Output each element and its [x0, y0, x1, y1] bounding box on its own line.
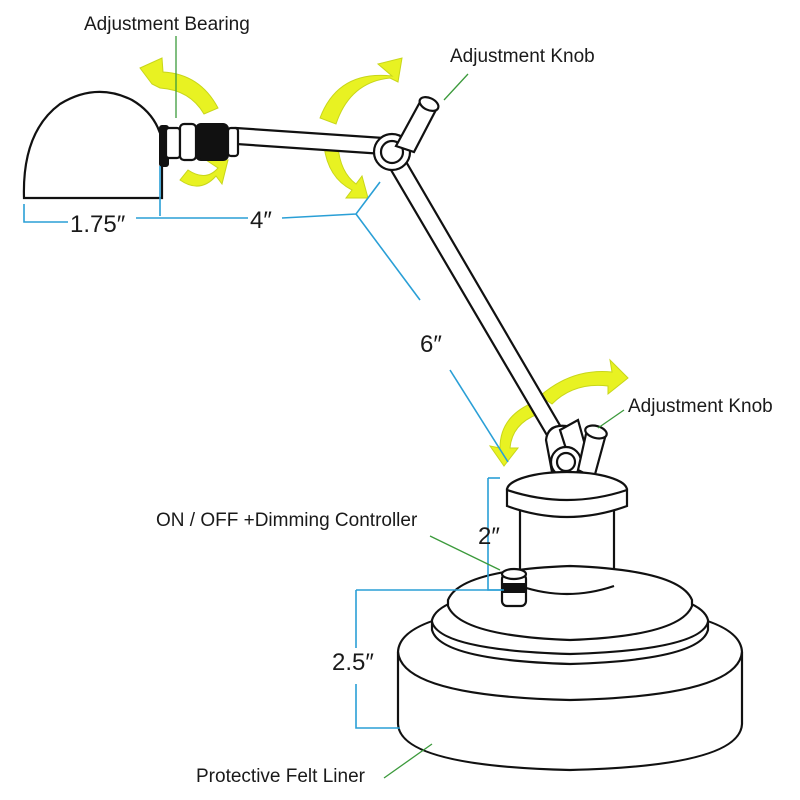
upper-arm: [234, 126, 386, 156]
dimension-upper-arm: 4″: [250, 207, 272, 234]
lamp-shade: [22, 90, 169, 200]
top-knob-joint: [372, 96, 440, 172]
leader-lines: [175, 36, 625, 779]
dimension-lines: [23, 166, 509, 729]
bottom-knob-joint: [544, 418, 608, 482]
dimmer-switch: [500, 567, 528, 608]
lamp-base: [396, 564, 744, 772]
label-adjustment-knob-bottom: Adjustment Knob: [628, 396, 773, 417]
dimension-shade-width: 1.75″: [70, 211, 126, 238]
label-adjustment-knob-top: Adjustment Knob: [450, 46, 595, 67]
adjustment-bearing: [164, 122, 240, 162]
rotation-arrow-top-knob: [319, 57, 403, 199]
lower-arm: [382, 146, 574, 456]
dimension-base-height: 2.5″: [332, 649, 374, 676]
label-adjustment-bearing: Adjustment Bearing: [84, 14, 250, 35]
label-dimming-controller: ON / OFF +Dimming Controller: [156, 510, 418, 531]
dimension-lower-arm: 6″: [420, 331, 442, 358]
rotation-arrow-bottom-knob: [488, 358, 629, 467]
dimension-neck-height: 2″: [478, 523, 500, 550]
label-felt-liner: Protective Felt Liner: [196, 766, 366, 787]
